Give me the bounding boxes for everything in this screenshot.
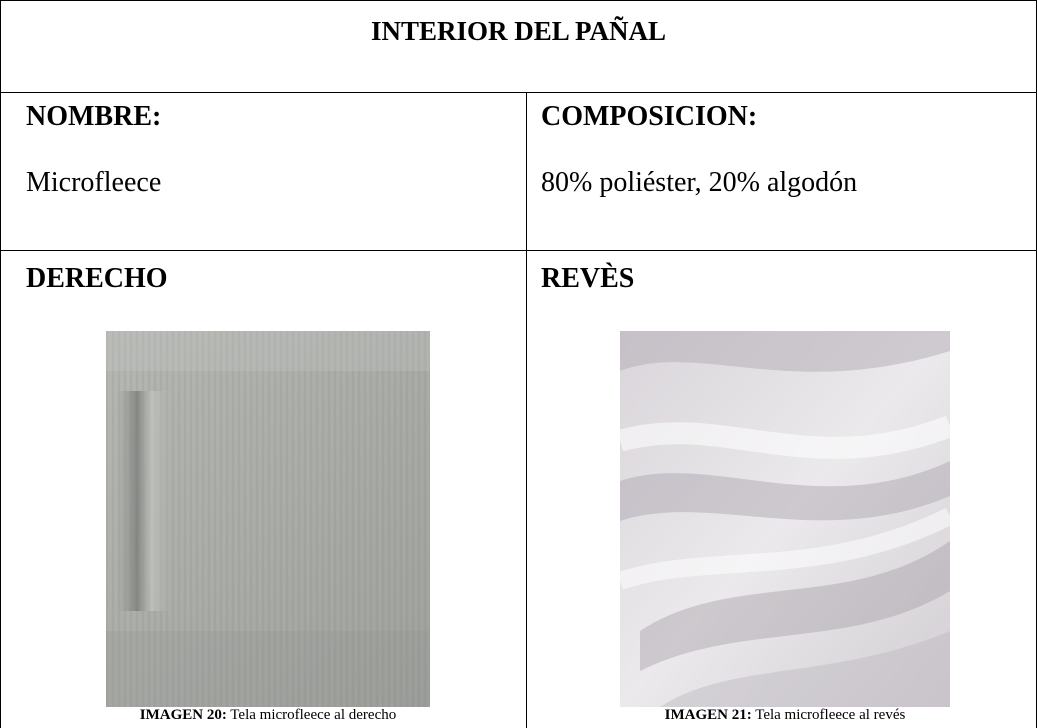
name-value: Microfleece — [26, 167, 162, 198]
table-title: INTERIOR DEL PAÑAL — [370, 16, 667, 46]
table-divider-title — [0, 92, 1037, 93]
front-caption-number: IMAGEN 20: — [139, 707, 227, 723]
front-image-caption: IMAGEN 20: Tela microfleece al derecho — [106, 706, 430, 724]
table-border-top — [0, 0, 1037, 1]
composition-value: 80% poliéster, 20% algodón — [541, 167, 858, 198]
front-fabric-texture — [106, 331, 430, 707]
back-caption-text: Tela microfleece al revés — [751, 707, 906, 723]
front-fabric-photo — [106, 331, 430, 707]
name-label: NOMBRE: — [26, 101, 162, 132]
table-column-divider — [526, 92, 527, 728]
front-side-label: DERECHO — [26, 263, 168, 294]
back-fabric-photo — [620, 331, 950, 707]
table-divider-name — [0, 250, 1037, 251]
table-border-left — [0, 0, 1, 728]
back-caption-number: IMAGEN 21: — [664, 707, 752, 723]
composition-label: COMPOSICION: — [541, 101, 758, 132]
front-caption-text: Tela microfleece al derecho — [226, 707, 397, 723]
back-image-caption: IMAGEN 21: Tela microfleece al revés — [620, 706, 950, 724]
back-fabric-texture — [620, 331, 950, 707]
back-side-label: REVÈS — [541, 263, 635, 294]
